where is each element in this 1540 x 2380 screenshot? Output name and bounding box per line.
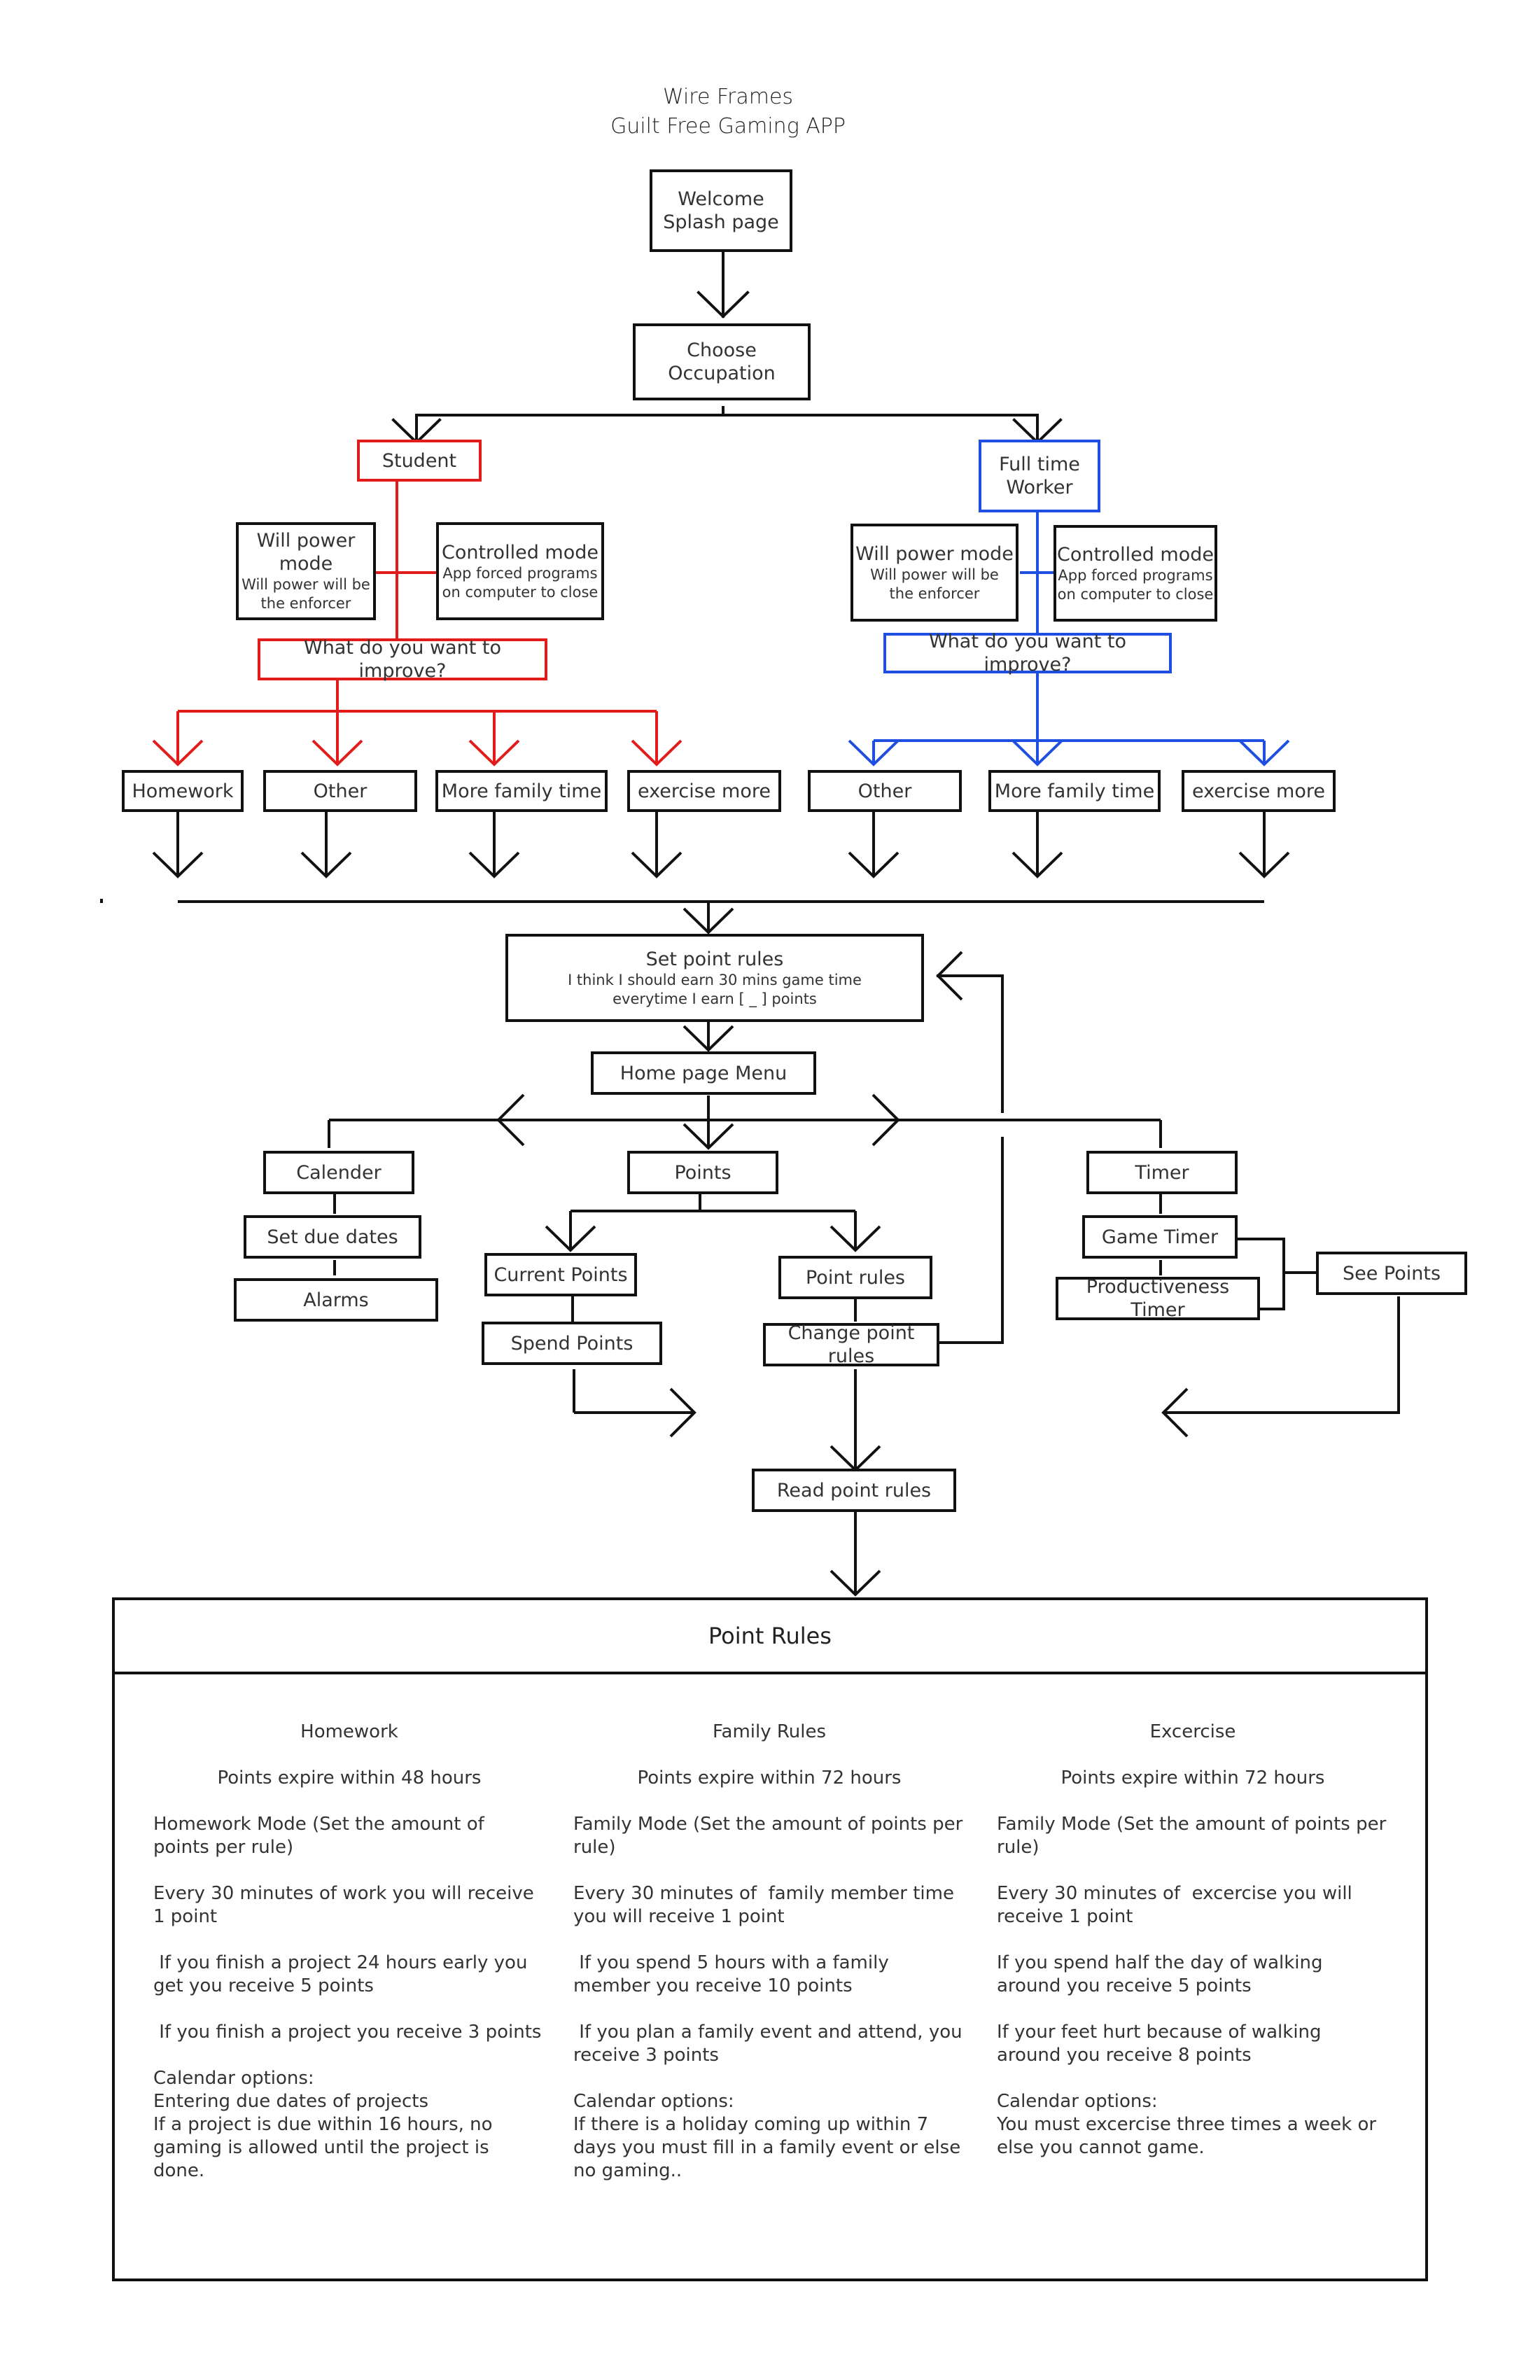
mode-desc: Will power will be the enforcer [870, 566, 999, 602]
node-label: Game Timer [1101, 1226, 1219, 1248]
choose-occupation-node[interactable]: Choose Occupation [633, 323, 811, 400]
rule-text: If you finish a project 24 hours early y… [153, 1952, 533, 1996]
node-label: Full time Worker [999, 454, 1080, 498]
node-label: Points [674, 1161, 732, 1184]
node-label: Other [858, 780, 912, 802]
rule-text: If your feet hurt because of walking aro… [997, 2022, 1322, 2066]
column-expiry: Points expire within 72 hours [637, 1768, 902, 1788]
rule-text: Every 30 minutes of work you will receiv… [153, 1883, 534, 1927]
rule-text: Calendar options: You must excercise thr… [997, 2091, 1377, 2158]
spend-points-node[interactable]: Spend Points [482, 1322, 662, 1365]
rule-text: If you finish a project you receive 3 po… [153, 2022, 542, 2043]
student-improve-node[interactable]: What do you want to improve? [258, 637, 547, 682]
title-line-1: Wire Frames [662, 85, 794, 109]
node-label: More family time [441, 780, 602, 802]
home-page-menu-node[interactable]: Home page Menu [591, 1051, 816, 1095]
node-desc: I think I should earn 30 mins game time … [568, 971, 862, 1007]
node-label: Choose Occupation [668, 340, 776, 384]
rule-text: Every 30 minutes of family member time y… [573, 1883, 960, 1927]
node-label: Change point rules [788, 1322, 915, 1367]
worker-option-other-node[interactable]: Other [808, 770, 962, 812]
node-label: Homework [132, 780, 234, 802]
mode-desc: Will power will be the enforcer [241, 576, 370, 612]
mode-desc: App forced programs on computer to close [1057, 566, 1214, 603]
rule-text: Every 30 minutes of excercise you will r… [997, 1883, 1359, 1927]
node-label: Read point rules [776, 1479, 932, 1502]
student-option-exercise-node[interactable]: exercise more [627, 770, 781, 812]
node-label: Point rules [805, 1266, 905, 1289]
node-title: Set point rules [645, 948, 784, 970]
mode-title: Will power mode [855, 542, 1014, 565]
student-option-family-node[interactable]: More family time [435, 770, 608, 812]
current-points-node[interactable]: Current Points [484, 1253, 637, 1296]
alarms-node[interactable]: Alarms [234, 1278, 438, 1322]
see-points-node[interactable]: See Points [1316, 1252, 1467, 1295]
node-label: What do you want to improve? [304, 637, 501, 682]
node-label: Welcome Splash page [663, 188, 779, 233]
worker-option-family-node[interactable]: More family time [988, 770, 1161, 812]
mode-title: Controlled mode [441, 541, 598, 564]
timer-node[interactable]: Timer [1086, 1151, 1238, 1194]
title-line-2: Guilt Free Gaming APP [610, 114, 846, 139]
mode-title: Will power mode [256, 530, 356, 575]
student-option-other-node[interactable]: Other [263, 770, 417, 812]
student-willpower-mode-node[interactable]: Will power mode Will power will be the e… [236, 522, 376, 620]
student-node[interactable]: Student [357, 440, 482, 482]
rule-text: Homework Mode (Set the amount of points … [153, 1814, 484, 1858]
point-rules-panel: Point Rules Homework Points expire withi… [112, 1597, 1428, 2281]
worker-improve-node[interactable]: What do you want to improve? [883, 631, 1172, 676]
node-label: What do you want to improve? [929, 631, 1126, 676]
worker-willpower-mode-node[interactable]: Will power mode Will power will be the e… [850, 524, 1018, 622]
node-label: Set due dates [267, 1226, 398, 1248]
points-node[interactable]: Points [627, 1151, 778, 1194]
set-due-dates-node[interactable]: Set due dates [244, 1215, 421, 1259]
column-heading: Excercise [1149, 1721, 1236, 1742]
student-controlled-mode-node[interactable]: Controlled mode App forced programs on c… [436, 522, 604, 620]
node-label: Other [313, 780, 368, 802]
rule-text: Calendar options: If there is a holiday … [573, 2091, 961, 2181]
rule-text: Calendar options: Entering due dates of … [153, 2068, 493, 2181]
rule-text: Family Mode (Set the amount of points pe… [573, 1814, 963, 1858]
worker-option-exercise-node[interactable]: exercise more [1182, 770, 1336, 812]
option-homework-node[interactable]: Homework [122, 770, 244, 812]
change-point-rules-node[interactable]: Change point rules [763, 1322, 939, 1367]
node-label: exercise more [638, 780, 771, 802]
node-label: See Points [1342, 1262, 1441, 1284]
full-time-worker-node[interactable]: Full time Worker [979, 440, 1100, 512]
mode-title: Controlled mode [1056, 543, 1214, 566]
column-expiry: Points expire within 72 hours [1060, 1768, 1325, 1788]
mode-desc: App forced programs on computer to close [442, 564, 598, 601]
read-point-rules-node[interactable]: Read point rules [752, 1469, 956, 1512]
worker-controlled-mode-node[interactable]: Controlled mode App forced programs on c… [1054, 525, 1217, 622]
rule-text: If you spend 5 hours with a family membe… [573, 1952, 895, 1996]
node-label: Home page Menu [620, 1062, 788, 1084]
productiveness-timer-node[interactable]: Productiveness Timer [1056, 1276, 1260, 1321]
game-timer-node[interactable]: Game Timer [1082, 1215, 1238, 1259]
node-label: More family time [994, 780, 1155, 802]
node-label: Student [382, 449, 457, 472]
rule-text: If you spend half the day of walking aro… [997, 1952, 1323, 1996]
node-label: Current Points [493, 1264, 628, 1286]
rule-text: Family Mode (Set the amount of points pe… [997, 1814, 1387, 1858]
calender-node[interactable]: Calender [263, 1151, 414, 1194]
diagram-title: Wire Frames Guilt Free Gaming APP [595, 83, 861, 141]
node-label: Productiveness Timer [1086, 1276, 1230, 1321]
column-heading: Homework [300, 1721, 398, 1742]
set-point-rules-node[interactable]: Set point rules I think I should earn 30… [505, 934, 924, 1022]
rule-text: If you plan a family event and attend, y… [573, 2022, 968, 2066]
family-rules-column: Family Rules Points expire within 72 hou… [573, 1721, 965, 2206]
point-rules-heading: Point Rules [115, 1600, 1425, 1674]
column-heading: Family Rules [712, 1721, 827, 1742]
column-expiry: Points expire within 48 hours [217, 1768, 482, 1788]
node-label: Timer [1135, 1161, 1189, 1184]
node-label: exercise more [1192, 780, 1325, 802]
node-label: Spend Points [510, 1332, 634, 1354]
node-label: Calender [296, 1161, 382, 1184]
excercise-rules-column: Excercise Points expire within 72 hours … [997, 1721, 1389, 2183]
homework-rules-column: Homework Points expire within 48 hours H… [153, 1721, 545, 2206]
welcome-splash-node[interactable]: Welcome Splash page [650, 169, 792, 252]
point-rules-node[interactable]: Point rules [778, 1256, 932, 1299]
node-label: Alarms [303, 1289, 369, 1311]
